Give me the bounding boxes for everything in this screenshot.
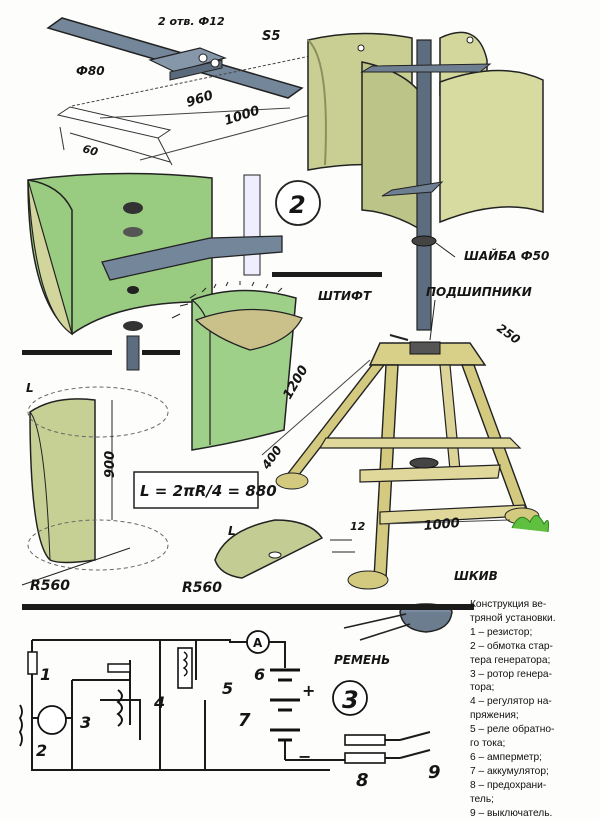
rotor-assembly bbox=[307, 31, 544, 331]
label-bearings: ПОДШИПНИКИ bbox=[426, 285, 532, 299]
label-1000-top: 1000 bbox=[223, 103, 262, 128]
fig2-circle bbox=[275, 180, 321, 226]
num-2: 2 bbox=[36, 741, 47, 760]
fuse-symbol bbox=[344, 734, 386, 764]
caption-line: 9 – выключатель. bbox=[470, 807, 553, 819]
label-960: 960 bbox=[185, 88, 215, 111]
caption-line: пряжения; bbox=[470, 710, 519, 722]
label-r560-mid: R560 bbox=[182, 580, 222, 596]
wind-turbine-diagram: 2 отв. Ф12 S5 Ф80 960 1000 60 ШАЙБА Ф50 … bbox=[18, 15, 556, 819]
caption-line: 8 – предохрани- bbox=[470, 779, 547, 791]
label-washer: ШАЙБА Ф50 bbox=[464, 248, 549, 263]
divider-3 bbox=[142, 350, 180, 355]
divider-1 bbox=[272, 272, 382, 277]
label-400: 400 bbox=[258, 443, 284, 472]
formula: L = 2πR/4 = 880 bbox=[140, 482, 277, 500]
divider-2 bbox=[22, 350, 112, 355]
num-8: 8 bbox=[356, 770, 369, 789]
crossbar-part bbox=[46, 17, 311, 166]
resistor-symbol bbox=[27, 651, 38, 675]
rotor-symbol bbox=[37, 705, 67, 735]
ammeter-label: A bbox=[253, 636, 263, 650]
caption-line: тора; bbox=[470, 682, 495, 694]
ammeter-symbol bbox=[246, 630, 270, 654]
battery-symbol bbox=[270, 668, 300, 742]
caption-line: 7 – аккумулятор; bbox=[470, 765, 549, 777]
num-5: 5 bbox=[222, 679, 233, 698]
caption-line: 5 – реле обратно- bbox=[470, 724, 555, 736]
bearings-leader bbox=[429, 299, 436, 341]
caption-line: тера генератора; bbox=[470, 654, 551, 666]
caption-line: 2 – обмотка стар- bbox=[470, 640, 553, 652]
label-12: 12 bbox=[350, 520, 366, 533]
divider-main bbox=[22, 604, 474, 610]
label-l-mid: L bbox=[228, 524, 236, 538]
label-pulley: ШКИВ bbox=[454, 569, 498, 583]
minus-sign: − bbox=[298, 747, 311, 766]
caption-line: 6 – амперметр; bbox=[470, 751, 543, 763]
caption-line: го тока; bbox=[470, 738, 506, 750]
label-s5: S5 bbox=[262, 29, 280, 44]
num-3: 3 bbox=[80, 713, 91, 732]
caption-line: 1 – резистор; bbox=[470, 626, 533, 638]
label-holes: 2 отв. Ф12 bbox=[158, 15, 225, 28]
num-7: 7 bbox=[238, 710, 251, 731]
caption-line: Конструкция ве- bbox=[470, 599, 547, 610]
plus-sign: + bbox=[302, 681, 315, 700]
drawing-canvas: 2 отв. Ф12 S5 Ф80 960 1000 60 ШАЙБА Ф50 … bbox=[18, 15, 549, 789]
caption-line: тель; bbox=[470, 793, 494, 805]
caption-line: 3 – ротор генера- bbox=[470, 668, 552, 680]
stator-coil bbox=[18, 704, 23, 747]
blade-with-rivets bbox=[171, 281, 303, 451]
caption-line: 4 – регулятор на- bbox=[470, 696, 552, 708]
label-belt: РЕМЕНЬ bbox=[334, 653, 390, 667]
fig3-number: 3 bbox=[342, 686, 359, 714]
caption-legend: Конструкция ве- тряной установки. 1 – ре… bbox=[470, 598, 598, 821]
label-60: 60 bbox=[81, 142, 99, 159]
formula-box bbox=[133, 471, 259, 509]
fig2-number: 2 bbox=[289, 191, 306, 219]
blade-mount-detail bbox=[27, 172, 283, 371]
label-d80: Ф80 bbox=[76, 64, 105, 78]
label-250: 250 bbox=[494, 321, 523, 347]
blade-arc-mid bbox=[214, 519, 355, 579]
label-1000-base: 1000 bbox=[423, 516, 460, 534]
num-1: 1 bbox=[40, 665, 51, 684]
label-900: 900 bbox=[103, 451, 118, 478]
washer-leader bbox=[435, 242, 456, 258]
regulator-contact bbox=[107, 663, 131, 673]
num-9: 9 bbox=[428, 762, 441, 783]
blade-arc-left bbox=[21, 386, 169, 586]
label-pin: ШТИФТ bbox=[318, 289, 372, 303]
num-4: 4 bbox=[153, 693, 165, 712]
label-r560-left: R560 bbox=[30, 578, 70, 594]
regulator-coil bbox=[116, 689, 123, 727]
num-6: 6 bbox=[254, 665, 265, 684]
caption-line: тряной установки. bbox=[470, 612, 556, 624]
tower bbox=[261, 334, 549, 590]
fig3-circle bbox=[332, 680, 368, 716]
relay-winding bbox=[182, 651, 188, 677]
label-l-left: L bbox=[26, 381, 34, 395]
